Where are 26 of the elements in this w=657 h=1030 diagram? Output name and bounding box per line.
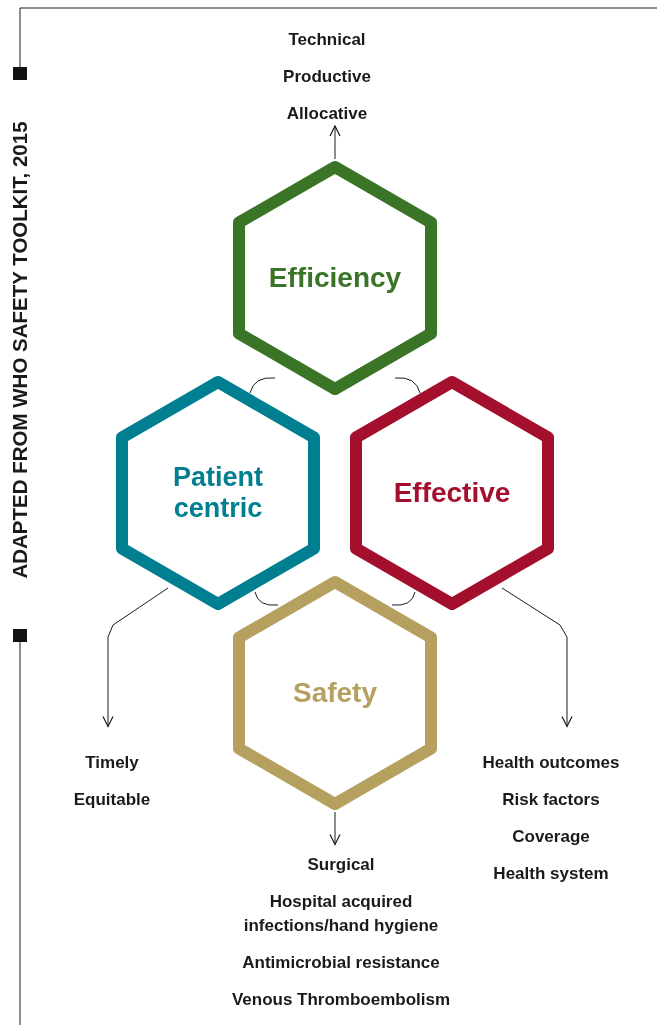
list-item: Health system xyxy=(493,863,609,885)
list-item: Antimicrobial resistance xyxy=(242,952,440,974)
hexagon-label: Safety xyxy=(292,676,377,710)
connector-arc xyxy=(254,591,279,606)
list-item: Equitable xyxy=(73,789,151,811)
source-note: ADAPTED FROM WHO SAFETY TOOLKIT, 2015 xyxy=(7,120,32,581)
hexagon-label: Efficiency xyxy=(268,261,402,295)
hexagon-label: Effective xyxy=(393,476,511,510)
connector-arc xyxy=(391,591,416,606)
list-item: Risk factors xyxy=(502,789,600,811)
connector-arc xyxy=(249,377,276,394)
list-item: Coverage xyxy=(512,826,590,848)
list-item: Technical xyxy=(288,29,366,51)
arrow xyxy=(329,811,341,846)
list-item: Hospital acquired infections/hand hygiene xyxy=(242,891,440,937)
arrow xyxy=(102,587,169,728)
hexagon-label: Patient centric xyxy=(172,461,264,525)
list-item: Venous Thromboembolism xyxy=(231,989,451,1011)
list-item: Allocative xyxy=(286,103,368,125)
list-item: Productive xyxy=(283,66,371,88)
list-item: Timely xyxy=(85,752,139,774)
connector-arc xyxy=(394,377,421,394)
arrow xyxy=(501,587,573,728)
list-item: Health outcomes xyxy=(482,752,620,774)
arrow xyxy=(329,125,341,160)
list-item: Surgical xyxy=(307,854,375,876)
